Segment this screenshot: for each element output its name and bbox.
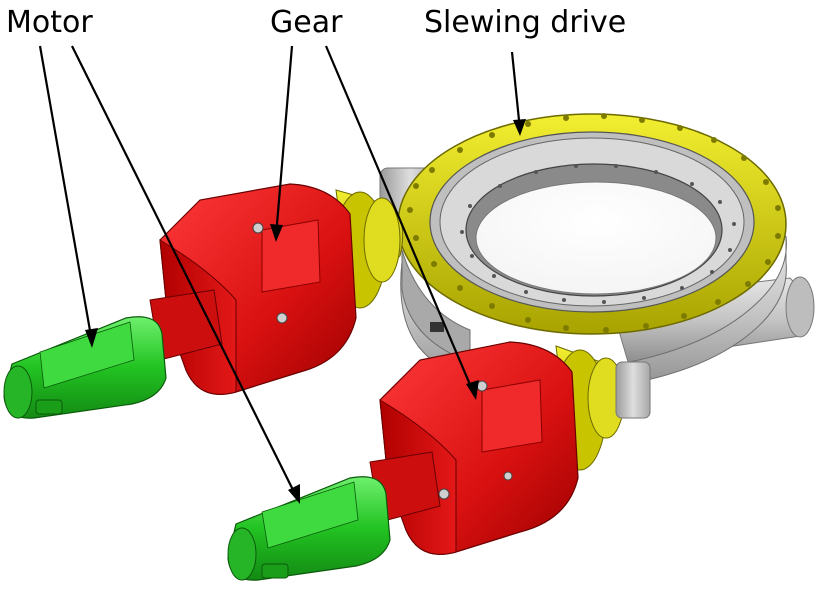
leader-motor-lower xyxy=(71,45,299,501)
leader-slewing-drive xyxy=(510,51,522,131)
drive-unit-upper xyxy=(3,183,404,419)
label-motor: Motor xyxy=(6,5,93,40)
arrowhead-slewing-drive xyxy=(513,119,526,136)
slewing-drive xyxy=(379,113,815,394)
leader-motor-upper xyxy=(38,45,94,343)
arrowhead-motor-lower xyxy=(288,484,300,504)
leader-gear-lower xyxy=(324,45,476,395)
arrowhead-gear-upper xyxy=(270,224,283,242)
arrowhead-gear-lower xyxy=(466,380,479,400)
leader-gear-upper xyxy=(274,45,294,237)
drive-unit-lower xyxy=(227,341,651,581)
leader-lines xyxy=(38,45,522,501)
arrowhead-motor-upper xyxy=(85,328,98,348)
label-slewing-drive: Slewing drive xyxy=(424,5,627,40)
leader-arrowheads xyxy=(85,119,526,504)
label-gear: Gear xyxy=(270,5,343,40)
